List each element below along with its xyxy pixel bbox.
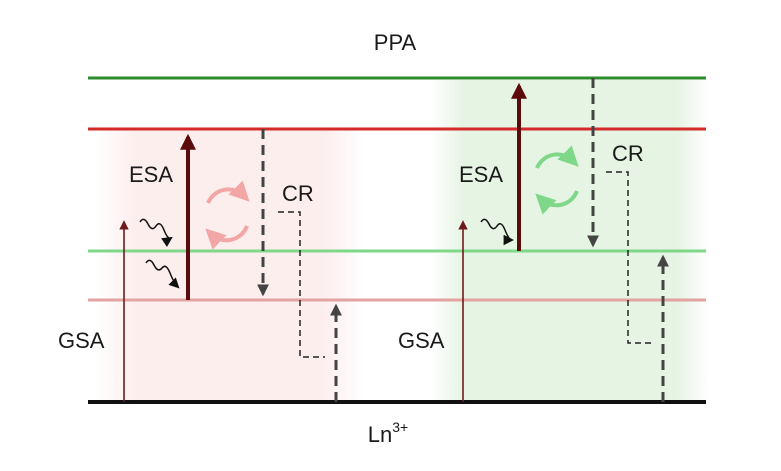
right-wavy-arrow <box>480 218 515 246</box>
right-cycle-arc-top <box>535 145 579 169</box>
left-panel-shade <box>95 130 365 402</box>
ion-label: Ln3+ <box>368 419 408 447</box>
diagram-title: PPA <box>374 30 417 55</box>
left-cr-connector <box>278 211 325 358</box>
left-cycle-arc-bottom <box>205 225 249 250</box>
right-cycle-arc-bottom <box>535 190 579 215</box>
right-esa-label: ESA <box>459 162 503 187</box>
left-esa-label: ESA <box>129 162 173 187</box>
left-cr-label: CR <box>282 181 314 206</box>
ion-label-base: Ln <box>368 422 392 447</box>
right-cr-connector <box>606 171 652 344</box>
left-wavy-arrow-upper <box>139 218 173 248</box>
left-wavy-arrow-lower <box>145 259 180 289</box>
left-gsa-label: GSA <box>58 328 105 353</box>
left-cycle-arc-top <box>206 180 250 204</box>
right-cr-label: CR <box>612 141 644 166</box>
right-gsa-label: GSA <box>398 328 445 353</box>
ion-label-superscript: 3+ <box>392 419 408 435</box>
